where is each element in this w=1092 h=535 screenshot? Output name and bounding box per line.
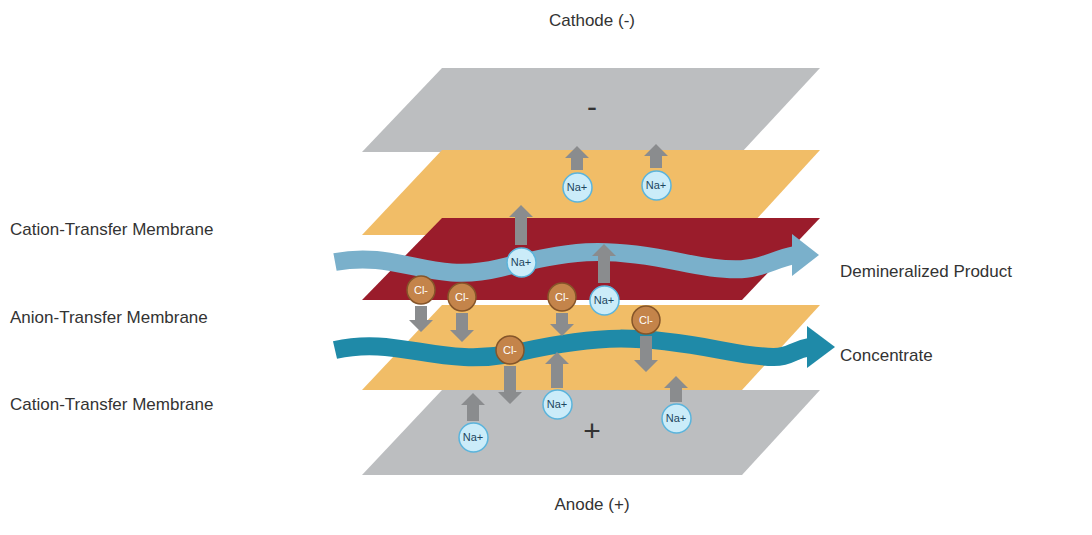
membrane-label: Cation-Transfer Membrane bbox=[10, 220, 213, 240]
transport-arrow bbox=[450, 313, 474, 342]
polarity-sign: - bbox=[362, 92, 822, 122]
ion-symbol: Na+ bbox=[511, 257, 532, 268]
chloride-ion: Cl- bbox=[495, 335, 525, 365]
ion-circle bbox=[632, 306, 660, 334]
stream-label: Demineralized Product bbox=[840, 262, 1012, 282]
chloride-ion: Cl- bbox=[406, 275, 436, 305]
product-stream bbox=[335, 252, 795, 273]
sodium-ion: Na+ bbox=[641, 170, 672, 201]
ion-circle bbox=[543, 390, 572, 419]
sodium-ion: Na+ bbox=[458, 422, 489, 453]
ion-circle bbox=[496, 336, 524, 364]
transport-arrow bbox=[644, 144, 668, 168]
ion-circle bbox=[548, 283, 576, 311]
chloride-ion: Cl- bbox=[547, 282, 577, 312]
ion-symbol: Na+ bbox=[666, 413, 687, 424]
ion-symbol: Cl- bbox=[503, 345, 517, 356]
transport-arrow bbox=[550, 313, 574, 336]
electrode-plate: + Anode (+) bbox=[362, 390, 822, 530]
product-arrowhead bbox=[792, 234, 819, 276]
concentrate-stream bbox=[335, 339, 810, 358]
ion-symbol: Cl- bbox=[455, 292, 469, 303]
ion-symbol: Cl- bbox=[639, 315, 653, 326]
sodium-ion: Na+ bbox=[506, 247, 537, 278]
transport-arrow bbox=[545, 352, 569, 388]
ion-circle bbox=[642, 171, 671, 200]
ion-circle bbox=[507, 248, 536, 277]
electrode-label: Anode (+) bbox=[362, 496, 822, 513]
transport-arrow bbox=[409, 306, 433, 332]
ion-symbol: Na+ bbox=[567, 182, 588, 193]
ion-circle bbox=[407, 276, 435, 304]
chloride-ion: Cl- bbox=[447, 282, 477, 312]
stream-label: Concentrate bbox=[840, 346, 933, 366]
concentrate-arrowhead bbox=[807, 326, 835, 368]
electrode-label: Cathode (-) bbox=[362, 12, 822, 29]
sodium-ion: Na+ bbox=[661, 403, 692, 434]
sodium-ion: Na+ bbox=[562, 172, 593, 203]
ion-circle bbox=[448, 283, 476, 311]
electrode-plate: Cathode (-) - bbox=[362, 8, 822, 154]
ion-circle bbox=[662, 404, 691, 433]
transport-arrow bbox=[509, 205, 533, 245]
sodium-ion: Na+ bbox=[542, 389, 573, 420]
ion-symbol: Na+ bbox=[463, 432, 484, 443]
ion-arrows bbox=[409, 144, 688, 421]
ion-circle bbox=[563, 173, 592, 202]
transport-arrow bbox=[592, 244, 616, 283]
ion-circle bbox=[459, 423, 488, 452]
membrane-label: Cation-Transfer Membrane bbox=[10, 395, 213, 415]
transport-arrow bbox=[565, 146, 589, 170]
polarity-sign: + bbox=[362, 416, 822, 446]
ion-symbol: Na+ bbox=[594, 295, 615, 306]
sodium-ion: Na+ bbox=[589, 285, 620, 316]
transport-arrow bbox=[634, 336, 658, 372]
plate-shape bbox=[362, 8, 822, 154]
ion-symbol: Cl- bbox=[555, 292, 569, 303]
membrane-label: Anion-Transfer Membrane bbox=[10, 308, 208, 328]
transport-arrow bbox=[461, 393, 485, 421]
ion-symbol: Na+ bbox=[547, 399, 568, 410]
ion-symbol: Cl- bbox=[414, 285, 428, 296]
transport-arrow bbox=[498, 366, 522, 404]
chloride-ion: Cl- bbox=[631, 305, 661, 335]
ion-symbol: Na+ bbox=[646, 180, 667, 191]
ion-circle bbox=[590, 286, 619, 315]
transport-arrow bbox=[664, 376, 688, 402]
